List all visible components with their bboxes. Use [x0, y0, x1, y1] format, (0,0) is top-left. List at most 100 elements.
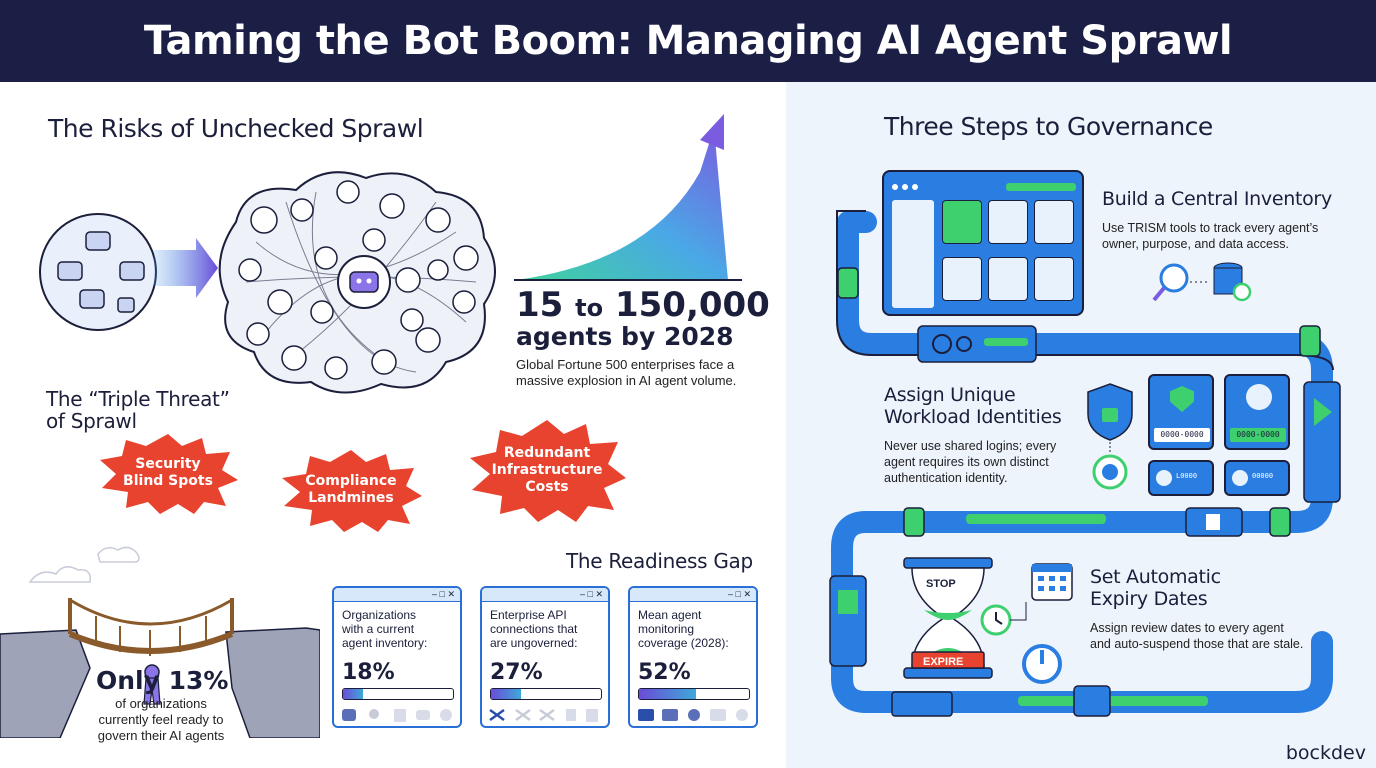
id-card-small-2: 00000 — [1224, 460, 1290, 496]
progress-fill — [491, 689, 521, 699]
agent-sprawl-illustration — [39, 171, 496, 394]
growth-caption-line1: Global Fortune 500 enterprises face a — [516, 357, 735, 372]
calendar-clock-power-icon — [980, 563, 1073, 684]
growth-caption: Global Fortune 500 enterprises face a ma… — [516, 357, 736, 389]
card-label-line2: connections that — [490, 622, 578, 636]
hourglass-expire-label: EXPIRE — [923, 656, 964, 668]
progress-fill — [343, 689, 363, 699]
robot-icon — [57, 231, 145, 313]
step2-title: Assign Unique Workload Identities — [884, 384, 1062, 428]
card-value: 52% — [638, 660, 691, 685]
threat-costs-line2: Infrastructure — [491, 461, 603, 478]
threat-badge-security: Security Blind Spots — [96, 432, 240, 514]
growth-connector: to — [575, 294, 604, 322]
triple-threat-heading-line1: The “Triple Threat” — [46, 387, 230, 411]
readiness-headline: Only 13% — [96, 666, 229, 695]
page-title: Taming the Bot Boom: Managing AI Agent S… — [143, 18, 1233, 64]
progress-fill — [639, 689, 697, 699]
step1-desc: Use TRISM tools to track every agent’s o… — [1102, 220, 1318, 252]
step1-title: Build a Central Inventory — [1102, 188, 1332, 210]
growth-from: 15 — [516, 285, 564, 325]
step3-title-line1: Set Automatic — [1090, 566, 1221, 588]
step2-desc-line1: Never use shared logins; every — [884, 439, 1057, 453]
title-banner: Taming the Bot Boom: Managing AI Agent S… — [0, 0, 1376, 82]
step3-desc-line2: and auto-suspend those that are stale. — [1090, 637, 1304, 651]
card-label-line2: monitoring — [638, 622, 695, 636]
progress-bar — [342, 688, 454, 700]
threat-costs-label: Redundant Infrastructure Costs — [492, 445, 603, 496]
card-value: 27% — [490, 660, 543, 685]
card-window-controls: – □ ✕ — [630, 588, 756, 602]
hourglass-stop-label: STOP — [926, 578, 956, 590]
governance-heading: Three Steps to Governance — [884, 112, 1213, 141]
id-card-1-number: 0000-0000 — [1154, 428, 1210, 442]
step1-title-line1: Build a Central Inventory — [1102, 188, 1332, 210]
card-window-controls: – □ ✕ — [482, 588, 608, 602]
search-database-icon — [1152, 262, 1252, 302]
readiness-card-inventory: – □ ✕ Organizations with a current agent… — [332, 586, 462, 728]
card-value: 18% — [342, 660, 395, 685]
threat-compliance-line2: Landmines — [308, 490, 394, 506]
card-icons — [489, 708, 598, 722]
growth-to: 150,000 — [614, 285, 770, 325]
card-label-line1: Organizations — [342, 608, 417, 622]
card-label-line1: Mean agent — [638, 608, 702, 622]
id-card-1: 0000-0000 — [1148, 374, 1214, 450]
card-label-line3: agent inventory: — [342, 636, 428, 650]
step3-desc: Assign review dates to every agent and a… — [1090, 620, 1303, 652]
readiness-caption-line2: currently feel ready to — [98, 712, 224, 727]
id-card-2: 0000-0000 — [1224, 374, 1290, 450]
readiness-caption-line1: of organizations — [115, 696, 207, 711]
step2-desc-line2: agent requires its own distinct — [884, 455, 1049, 469]
threat-compliance-label: Compliance Landmines — [305, 473, 396, 507]
risks-panel: The Risks of Unchecked Sprawl — [0, 82, 786, 768]
threat-security-line1: Security — [135, 456, 201, 472]
card-label-line3: coverage (2028): — [638, 636, 729, 650]
readiness-caption-line3: govern their AI agents — [97, 728, 225, 743]
card-label: Enterprise API connections that are ungo… — [490, 608, 577, 650]
readiness-heading: The Readiness Gap — [566, 549, 753, 573]
step2-desc-line3: authentication identity. — [884, 471, 1008, 485]
hourglass-icon — [903, 557, 993, 679]
readiness-caption: of organizations currently feel ready to… — [86, 696, 236, 744]
threat-badge-costs: Redundant Infrastructure Costs — [466, 418, 628, 522]
step2-title-line2: Workload Identities — [884, 406, 1062, 428]
bridge-illustration — [0, 546, 320, 738]
card-icons — [342, 709, 452, 722]
threat-security-label: Security Blind Spots — [123, 456, 213, 490]
step2-desc: Never use shared logins; every agent req… — [884, 438, 1056, 486]
threat-badge-compliance: Compliance Landmines — [278, 448, 424, 532]
threat-costs-line1: Redundant — [503, 444, 591, 461]
step3-title: Set Automatic Expiry Dates — [1090, 566, 1221, 610]
readiness-card-api: – □ ✕ Enterprise API connections that ar… — [480, 586, 610, 728]
id-card-small-2-number: 00000 — [1252, 472, 1274, 480]
card-label-line1: Enterprise API — [490, 608, 567, 622]
triple-threat-heading: The “Triple Threat” of Sprawl — [46, 388, 230, 432]
id-card-small-1: L0000 — [1148, 460, 1214, 496]
threat-security-line2: Blind Spots — [123, 473, 213, 489]
progress-bar — [638, 688, 750, 700]
risks-heading: The Risks of Unchecked Sprawl — [48, 114, 424, 143]
card-label-line3: are ungoverned: — [490, 636, 578, 650]
growth-curve-icon — [514, 114, 742, 281]
card-label: Mean agent monitoring coverage (2028): — [638, 608, 729, 650]
governance-panel: Three Steps to Governance — [786, 82, 1376, 768]
growth-caption-line2: massive explosion in AI agent volume. — [516, 373, 737, 388]
progress-bar — [490, 688, 602, 700]
growth-stat: 15 to 150,000 — [516, 286, 770, 327]
step3-title-line2: Expiry Dates — [1090, 588, 1208, 610]
growth-line2: agents by 2028 — [516, 322, 734, 351]
readiness-card-monitoring: – □ ✕ Mean agent monitoring coverage (20… — [628, 586, 758, 728]
card-window-controls: – □ ✕ — [334, 588, 460, 602]
card-icons — [638, 709, 748, 721]
id-card-2-number: 0000-0000 — [1230, 428, 1286, 442]
brand-logo: bockdev — [1285, 742, 1366, 764]
step2-title-line1: Assign Unique — [884, 384, 1016, 406]
threat-costs-line3: Costs — [525, 478, 569, 495]
card-label-line2: with a current — [342, 622, 415, 636]
card-label: Organizations with a current agent inven… — [342, 608, 427, 650]
step3-desc-line1: Assign review dates to every agent — [1090, 621, 1284, 635]
step1-desc-line1: Use TRISM tools to track every agent’s — [1102, 221, 1319, 235]
threat-compliance-line1: Compliance — [305, 473, 397, 489]
inventory-dashboard-icon — [882, 170, 1084, 316]
